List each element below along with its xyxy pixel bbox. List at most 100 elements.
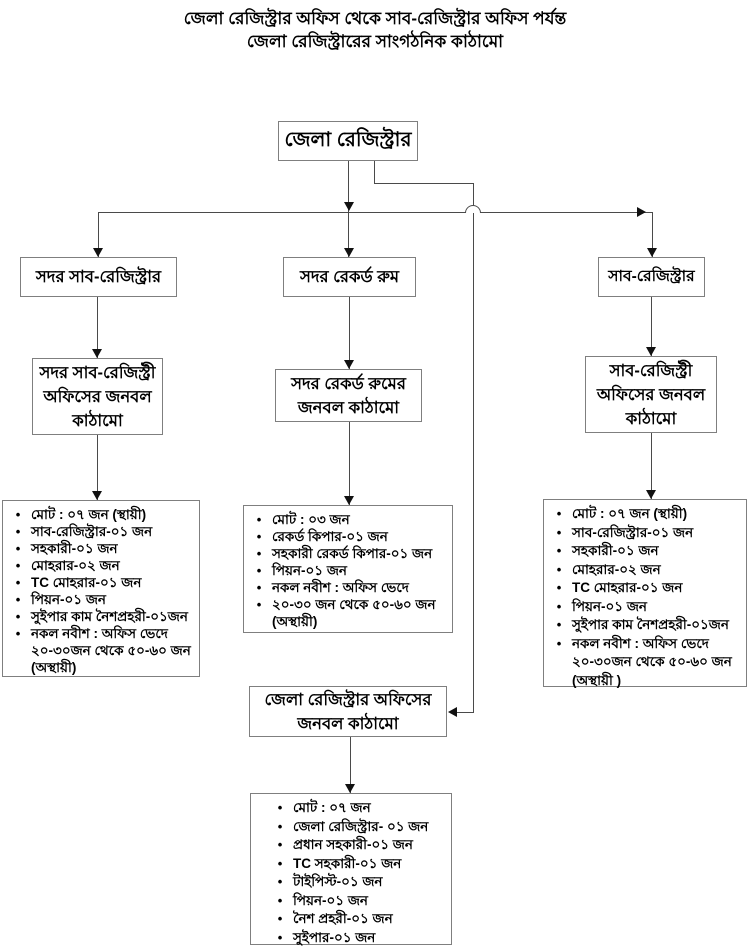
- bullet-icon: •: [256, 512, 262, 527]
- arrow-right-icon: [637, 207, 646, 217]
- arrow-down-icon: [344, 248, 354, 257]
- bullet-icon: •: [15, 575, 21, 590]
- list-item-text: মোট : ০৭ জন: [293, 800, 371, 815]
- node-sadar-sub-registrar: সদর সাব-রেজিস্ট্রার: [20, 257, 177, 297]
- list-item-text: নৈশ প্রহরী-০১ জন: [293, 911, 393, 926]
- list-item-text: সহকারী-০১ জন: [31, 541, 118, 556]
- list-sub-registry-staff: • মোট : ০৭ জন (স্থায়ী) • সাব-রেজিস্ট্রার-০…: [543, 499, 747, 688]
- connector-bus-line: [98, 212, 652, 213]
- bullet-icon: •: [556, 561, 562, 577]
- list-item: • মোট : ০৭ জন (স্থায়ী): [546, 505, 742, 524]
- list-item-text: মোট : ০৭ জন (স্থায়ী): [572, 506, 688, 521]
- bullet-icon: •: [256, 597, 262, 612]
- bullet-icon: •: [256, 580, 262, 595]
- list-item: •সুইপার-০১ জন: [267, 929, 447, 948]
- bullet-icon: •: [277, 800, 283, 815]
- list-item-text: TC মোহরার-০১ জন: [572, 580, 683, 595]
- list-item: • সাব-রেজিস্ট্রার-০১ জন: [546, 524, 742, 543]
- bullet-icon: •: [256, 563, 262, 578]
- connector-line: [456, 712, 474, 713]
- list-item: •পিয়ন-০১ জন: [267, 892, 447, 911]
- connector-line: [98, 212, 99, 257]
- connector-line: [348, 161, 349, 212]
- list-item: • নকল নবীশ : অফিস ভেদে ২০-৩০জন থেকে ৫০-৬০…: [5, 625, 195, 676]
- list-item: • মোহরার-০২ জন: [546, 561, 742, 580]
- list-item: • পিয়ন-০১ জন: [246, 562, 448, 579]
- bullet-icon: •: [556, 506, 562, 521]
- list-item-text: পিয়ন-০১ জন: [293, 892, 368, 908]
- connector-line: [97, 297, 98, 358]
- list-item: •জেলা রেজিস্ট্রার- ০১ জন: [267, 818, 447, 837]
- list-item: • মোট : ০৩ জন: [246, 511, 448, 528]
- bullet-icon: •: [556, 617, 562, 632]
- chart-title-line1: জেলা রেজিস্ট্রার অফিস থেকে সাব-রেজিস্ট্র…: [183, 9, 567, 28]
- list-item-text: জেলা রেজিস্ট্রার- ০১ জন: [293, 818, 429, 834]
- list-item-text: সুইপার কাম নৈশপ্রহরী-০১জন: [572, 617, 729, 632]
- arrow-down-icon: [92, 491, 102, 500]
- bullet-icon: •: [556, 524, 562, 540]
- list-item: • রেকর্ড কিপার-০১ জন: [246, 528, 448, 545]
- list-item-text: সুইপার কাম নৈশপ্রহরী-০১জন: [31, 609, 188, 624]
- connector-line: [97, 435, 98, 500]
- list-district-registrar-office-staff: •মোট : ০৭ জন•জেলা রেজিস্ট্রার- ০১ জন•প্র…: [250, 793, 452, 945]
- list-item-text: সুইপার-০১ জন: [293, 929, 376, 945]
- list-item-text: মোট : ০৩ জন: [272, 512, 350, 527]
- list-sadar-record-room-staff: • মোট : ০৩ জন • রেকর্ড কিপার-০১ জন•সহকারী র…: [243, 505, 453, 633]
- list-item-text: রেকর্ড কিপার-০১ জন: [272, 529, 388, 544]
- node-district-registrar-office-staff: জেলা রেজিস্ট্রার অফিসের জনবল কাঠামো: [249, 686, 447, 737]
- bullet-icon: •: [556, 580, 562, 595]
- list-item: • সহকারী-০১ জন: [5, 540, 195, 557]
- list-item: •সাব-রেজিস্ট্রার-০১ জন: [5, 523, 195, 540]
- arrow-down-icon: [345, 784, 355, 793]
- node-sub-registrar: সাব-রেজিস্ট্রার: [598, 257, 705, 297]
- list-item-text: মোহরার-০২ জন: [572, 561, 661, 577]
- list-item-text: ২০-৩০ জন থেকে ৫০-৬০ জন (অস্থায়ী): [272, 597, 436, 629]
- list-item-text: পিয়ন-০১ জন: [272, 563, 347, 578]
- bullet-icon: •: [256, 546, 262, 561]
- bullet-icon: •: [556, 598, 562, 614]
- list-item: • মোট : ০৭ জন (স্থায়ী): [5, 506, 195, 523]
- list-item-text: নকল নবীশ : অফিস ভেদে ২০-৩০জন থেকে ৫০-৬০ …: [31, 626, 191, 675]
- line-hop-arc: [465, 205, 481, 213]
- arrow-down-icon: [646, 490, 656, 499]
- list-item: • নকল নবীশ : অফিস ভেদে: [246, 579, 448, 596]
- node-sadar-record-room: সদর রেকর্ড রুম: [283, 257, 416, 297]
- arrow-down-icon: [647, 248, 657, 257]
- list-item: •সহকারী রেকর্ড কিপার-০১ জন: [246, 545, 448, 562]
- list-sadar-sub-registry-staff: • মোট : ০৭ জন (স্থায়ী)•সাব-রেজিস্ট্রার-০…: [2, 500, 200, 677]
- bullet-icon: •: [15, 524, 21, 539]
- connector-line: [651, 297, 652, 356]
- list-item-text: নকল নবীশ : অফিস ভেদে: [272, 580, 409, 595]
- arrow-left-icon: [448, 707, 457, 717]
- arrow-down-icon: [344, 360, 354, 369]
- bullet-icon: •: [15, 507, 21, 522]
- list-item: • সুইপার কাম নৈশপ্রহরী-০১জন: [5, 608, 195, 625]
- list-item: •TC মোহরার-০১ জন: [5, 574, 195, 591]
- list-item: •পিয়ন-০১ জন: [5, 591, 195, 608]
- list-item: •নকল নবীশ : অফিস ভেদে ২০-৩০জন থেকে ৫০-৬০…: [546, 635, 742, 691]
- list-item-text: সাব-রেজিস্ট্রার-০১ জন: [572, 524, 694, 540]
- arrow-down-icon: [646, 347, 656, 356]
- bullet-icon: •: [15, 609, 21, 624]
- bullet-icon: •: [15, 541, 21, 556]
- arrow-down-icon: [344, 202, 354, 211]
- list-item: •সহকারী-০১ জন: [546, 542, 742, 561]
- list-item-text: মোট : ০৭ জন (স্থায়ী): [31, 507, 147, 522]
- list-item-text: পিয়ন-০১ জন: [572, 598, 647, 614]
- connector-line: [350, 737, 351, 793]
- list-item-text: TC সহকারী-০১ জন: [293, 855, 402, 871]
- bullet-icon: •: [256, 529, 262, 544]
- list-item: • মোট : ০৭ জন: [267, 799, 447, 818]
- bullet-icon: •: [277, 911, 283, 926]
- bullet-icon: •: [556, 635, 562, 651]
- chart-title-line2: জেলা রেজিস্ট্রারের সাংগঠনিক কাঠামো: [246, 32, 504, 51]
- arrow-down-icon: [93, 248, 103, 257]
- list-item: • ২০-৩০ জন থেকে ৫০-৬০ জন (অস্থায়ী): [246, 596, 448, 630]
- list-item-text: মোহরার-০২ জন: [31, 558, 120, 573]
- bullet-icon: •: [15, 626, 21, 641]
- bullet-icon: •: [15, 558, 21, 573]
- bullet-icon: •: [277, 855, 283, 871]
- list-item: • পিয়ন-০১ জন: [546, 598, 742, 617]
- list-item: • TC মোহরার-০১ জন: [546, 579, 742, 598]
